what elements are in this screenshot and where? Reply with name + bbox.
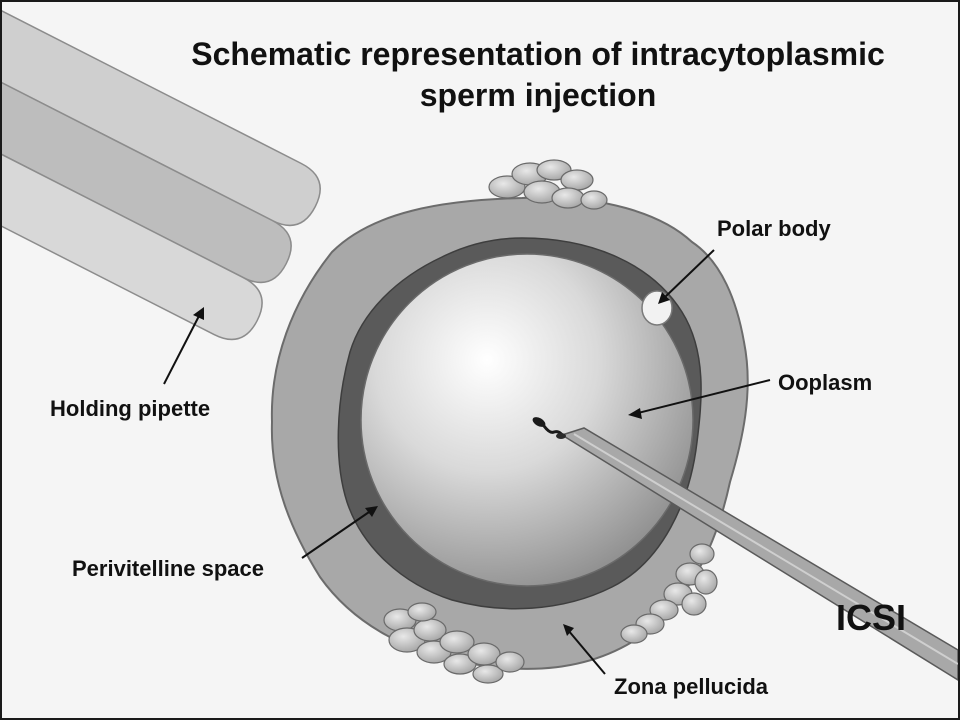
label-polar-body: Polar body — [717, 216, 831, 241]
arrow-holding-pipette — [193, 307, 204, 320]
leader-perivitelline-space — [301, 509, 373, 559]
cumulus-cells-bottom-left — [383, 602, 525, 684]
arrow-ooplasm — [628, 408, 642, 419]
arrow-perivitelline-space — [365, 506, 378, 517]
label-ooplasm: Ooplasm — [778, 370, 872, 395]
leader-holding-pipette — [163, 313, 201, 385]
label-perivitelline-space: Perivitelline space — [72, 556, 264, 581]
polar-body — [641, 290, 673, 326]
diagram-title-line-1: Schematic representation of intracytopla… — [191, 36, 885, 72]
label-icsi: ICSI — [836, 597, 906, 638]
label-zona-pellucida: Zona pellucida — [614, 674, 769, 699]
cumulus-cells-bottom-right — [620, 543, 718, 644]
ooplasm — [360, 253, 694, 587]
leader-zona-pellucida — [567, 629, 606, 675]
diagram-title-line-2: sperm injection — [420, 77, 657, 113]
arrow-polar-body — [658, 292, 670, 304]
sperm — [532, 417, 566, 439]
icsi-needle-highlight — [573, 433, 958, 665]
icsi-needle — [560, 427, 958, 681]
label-holding-pipette: Holding pipette — [50, 396, 210, 421]
leader-polar-body — [663, 249, 715, 299]
arrow-zona-pellucida — [563, 624, 574, 636]
cumulus-cells-top — [488, 159, 608, 210]
leader-ooplasm — [633, 379, 771, 415]
holding-pipette — [2, 2, 321, 341]
